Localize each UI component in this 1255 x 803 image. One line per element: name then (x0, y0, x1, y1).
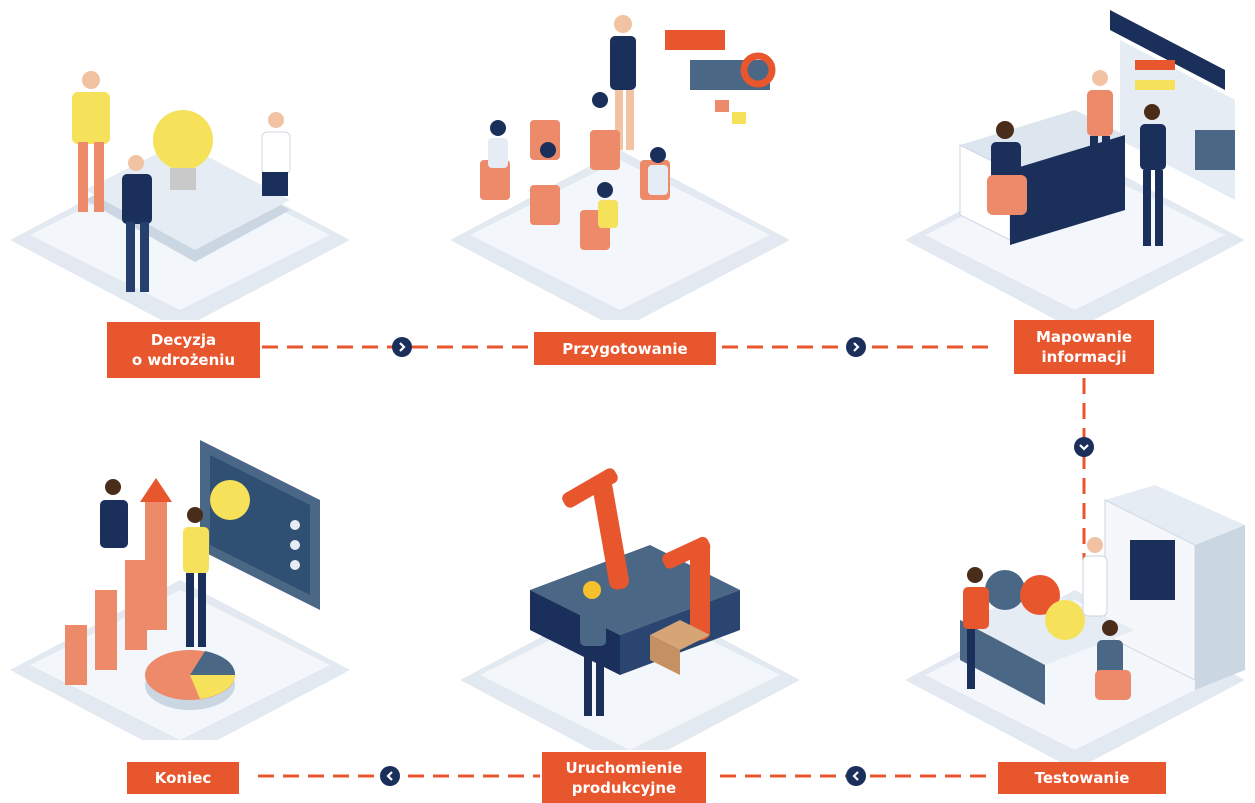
step-2-label: Przygotowanie (534, 332, 716, 365)
testing-scene-illustration (905, 485, 1245, 770)
end-scene-illustration (10, 440, 350, 740)
step-4-label: Testowanie (998, 762, 1166, 794)
mapping-scene-illustration (905, 10, 1245, 320)
decision-scene-illustration (10, 71, 350, 320)
chevron-left-icon (380, 766, 400, 786)
preparation-scene-illustration (450, 15, 790, 320)
chevron-left-icon (846, 766, 866, 786)
step-6-label: Koniec (127, 762, 239, 794)
step-3-label: Mapowanie informacji (1014, 320, 1154, 374)
step-1-label: Decyzja o wdrożeniu (107, 322, 260, 378)
production-scene-illustration (460, 468, 800, 750)
chevron-right-icon (846, 337, 866, 357)
chevron-right-icon (392, 337, 412, 357)
step-5-label: Uruchomienie produkcyjne (542, 752, 706, 803)
chevron-down-icon (1074, 437, 1094, 457)
